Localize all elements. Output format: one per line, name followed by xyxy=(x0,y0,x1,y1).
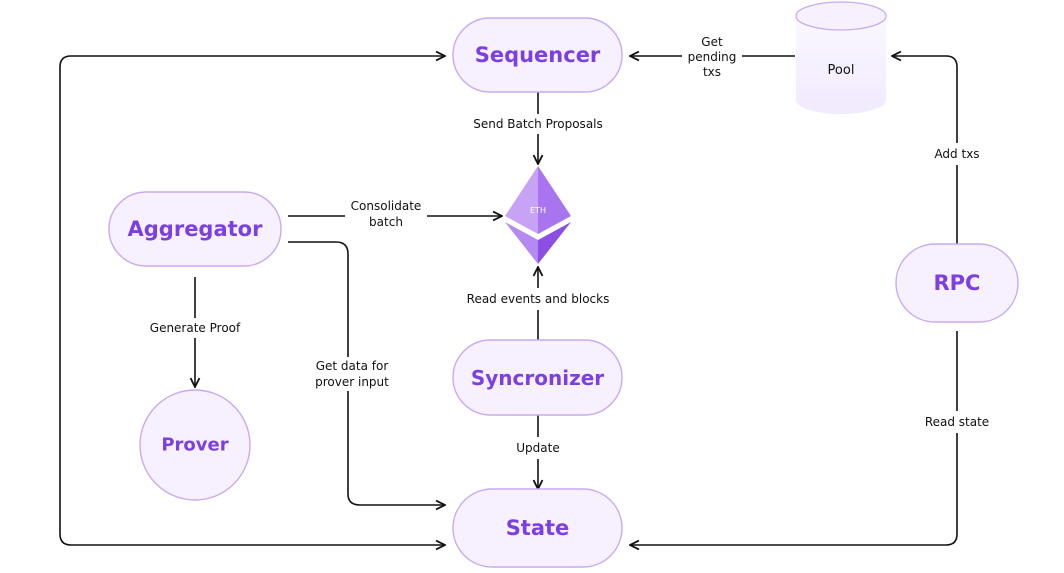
label-consolidate-batch-line2: batch xyxy=(369,215,403,229)
node-prover[interactable]: Prover xyxy=(139,389,251,501)
eth-icon: ETH xyxy=(505,166,571,264)
node-rpc[interactable]: RPC xyxy=(895,243,1019,323)
edge-rpc-to-state xyxy=(630,331,958,545)
label-add-txs-text: Add txs xyxy=(934,147,979,161)
node-aggregator[interactable]: Aggregator xyxy=(108,191,282,267)
node-state-label: State xyxy=(506,516,570,540)
node-sequencer-label: Sequencer xyxy=(475,43,601,67)
label-read-events-and-blocks: Read events and blocks xyxy=(460,288,616,310)
label-update: Update xyxy=(510,437,566,459)
node-syncronizer[interactable]: Syncronizer xyxy=(452,339,623,416)
label-consolidate-batch: Consolidate batch xyxy=(345,198,427,232)
label-generate-proof: Generate Proof xyxy=(143,318,247,338)
label-send-batch-proposals-text: Send Batch Proposals xyxy=(473,117,603,131)
edge-left-loop-to-state xyxy=(59,300,445,545)
label-read-state: Read state xyxy=(917,411,997,433)
label-update-text: Update xyxy=(516,441,559,455)
node-sequencer[interactable]: Sequencer xyxy=(452,17,623,93)
node-state[interactable]: State xyxy=(452,488,623,568)
label-get-pending-txs-line1: Get xyxy=(701,35,723,49)
label-get-data-line1: Get data for xyxy=(316,359,389,373)
edge-left-loop-to-sequencer xyxy=(59,56,445,300)
node-rpc-label: RPC xyxy=(934,271,981,295)
label-read-events-and-blocks-text: Read events and blocks xyxy=(467,292,610,306)
label-get-pending-txs-line3: txs xyxy=(703,65,721,79)
label-generate-proof-text: Generate Proof xyxy=(150,321,241,335)
label-add-txs: Add txs xyxy=(917,143,997,165)
label-read-state-text: Read state xyxy=(925,415,989,429)
label-consolidate-batch-line1: Consolidate xyxy=(351,199,422,213)
node-pool-label: Pool xyxy=(828,63,855,78)
label-get-data-for-prover-input: Get data for prover input xyxy=(308,357,396,391)
edge-rpc-to-pool xyxy=(892,56,958,244)
eth-icon-label: ETH xyxy=(530,206,546,215)
node-pool[interactable]: Pool xyxy=(795,1,887,114)
node-aggregator-label: Aggregator xyxy=(128,217,264,241)
node-syncronizer-label: Syncronizer xyxy=(471,366,604,390)
label-send-batch-proposals: Send Batch Proposals xyxy=(466,114,610,134)
node-prover-label: Prover xyxy=(161,435,228,456)
label-get-data-line2: prover input xyxy=(315,375,389,389)
label-get-pending-txs: Get pending txs xyxy=(682,32,742,82)
label-get-pending-txs-line2: pending xyxy=(688,50,737,64)
